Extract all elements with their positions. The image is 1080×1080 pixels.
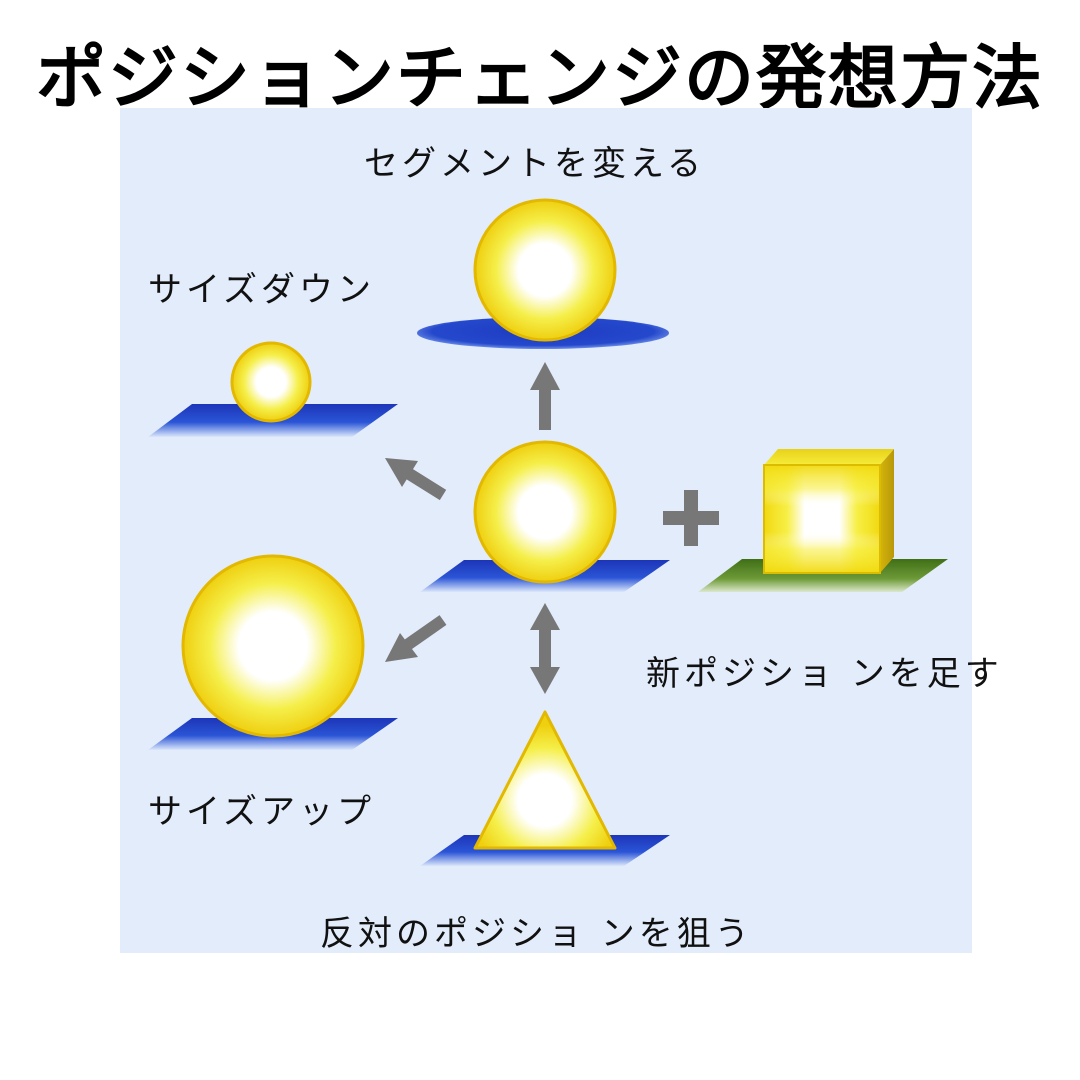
current-position-icon <box>420 442 670 592</box>
arrow-down-left-icon <box>385 620 443 662</box>
arrow-up-left-icon <box>385 458 443 495</box>
size-up-icon <box>148 556 398 750</box>
size-down-label: サイズダウン <box>148 262 375 311</box>
new-position-icon <box>698 449 948 592</box>
opposite-position-label: 反対のポジショ ンを狙う <box>320 906 753 955</box>
new-position-label: 新ポジショ ンを足す <box>646 646 1003 695</box>
segment-change-label: セグメントを変える <box>364 136 705 185</box>
double-arrow-vertical-icon <box>530 603 560 694</box>
arrow-up-icon <box>530 362 560 430</box>
plus-icon <box>663 490 719 546</box>
size-down-icon <box>148 343 398 437</box>
opposite-position-icon <box>420 712 670 866</box>
segment-change-icon <box>417 200 669 349</box>
size-up-label: サイズアップ <box>148 784 375 833</box>
